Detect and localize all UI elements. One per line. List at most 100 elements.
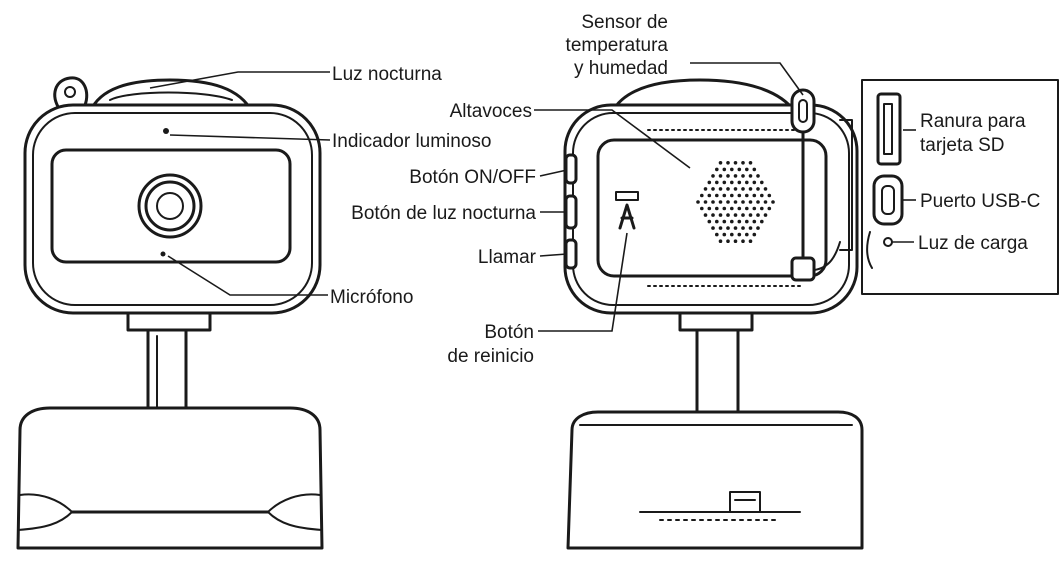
speaker-hole	[711, 226, 715, 230]
speaker-hole	[767, 206, 772, 211]
speaker-hole	[763, 200, 768, 204]
speaker-hole	[726, 174, 730, 178]
speaker-hole	[756, 226, 760, 230]
speaker-hole	[711, 200, 715, 204]
speaker-hole	[737, 232, 742, 237]
label-microfono: Micrófono	[330, 287, 413, 308]
speaker-hole	[718, 174, 723, 178]
speaker-hole	[748, 226, 753, 230]
label-boton-on-off: Botón ON/OFF	[409, 167, 536, 188]
label-llamar: Llamar	[478, 247, 537, 268]
speaker-hole	[748, 187, 753, 191]
speaker-hole	[730, 219, 734, 224]
speaker-hole	[707, 193, 712, 198]
speaker-hole	[718, 226, 723, 230]
speaker-hole	[700, 206, 704, 211]
speaker-hole	[745, 232, 749, 237]
speaker-hole	[737, 167, 742, 172]
speaker-hole	[718, 200, 723, 204]
speaker-hole	[741, 174, 745, 178]
speaker-hole	[715, 206, 719, 211]
speaker-hole	[767, 193, 772, 198]
back-view-leaders	[534, 62, 916, 332]
speaker-hole	[715, 232, 719, 237]
speaker-hole	[726, 239, 730, 243]
speaker-hole	[737, 219, 742, 224]
speaker-hole	[733, 187, 738, 191]
speaker-hole	[741, 213, 745, 217]
speaker-hole	[760, 180, 764, 185]
speaker-hole	[756, 174, 760, 178]
speaker-hole	[745, 206, 749, 211]
speaker-hole	[733, 161, 738, 165]
speaker-hole	[741, 187, 745, 191]
speaker-hole	[730, 206, 734, 211]
speaker-hole	[752, 219, 757, 224]
label-altavoces: Altavoces	[450, 101, 532, 122]
speaker-hole	[726, 213, 730, 217]
speaker-hole	[726, 200, 730, 204]
speaker-hole	[760, 219, 764, 224]
speaker-hole	[733, 239, 738, 243]
speaker-hole	[737, 193, 742, 198]
speaker-hole	[718, 161, 723, 165]
speaker-hole	[748, 161, 753, 165]
speaker-hole	[756, 200, 760, 204]
speaker-hole	[718, 213, 723, 217]
speaker-hole	[741, 161, 745, 165]
speaker-hole	[707, 180, 712, 185]
speaker-hole	[741, 239, 745, 243]
label-luz-carga: Luz de carga	[918, 233, 1028, 254]
speaker-hole	[756, 213, 760, 217]
speaker-hole	[737, 206, 742, 211]
speaker-hole	[760, 193, 764, 198]
speaker-hole	[722, 219, 727, 224]
speaker-hole	[745, 219, 749, 224]
speaker-hole	[748, 239, 753, 243]
speaker-hole	[715, 219, 719, 224]
speaker-hole	[748, 213, 753, 217]
speaker-hole	[726, 226, 730, 230]
front-view-camera	[16, 76, 324, 550]
speaker-hole	[715, 180, 719, 185]
speaker-hole	[763, 213, 768, 217]
speaker-hole	[745, 167, 749, 172]
speaker-hole	[730, 180, 734, 185]
speaker-hole	[722, 232, 727, 237]
speaker-hole	[703, 213, 708, 217]
speaker-hole	[718, 187, 723, 191]
speaker-hole	[730, 167, 734, 172]
speaker-hole	[707, 219, 712, 224]
speaker-hole	[722, 206, 727, 211]
speaker-hole	[726, 161, 730, 165]
speaker-hole	[733, 174, 738, 178]
label-boton-reinicio-line2: de reinicio	[447, 346, 534, 367]
speaker-hole	[760, 206, 764, 211]
back-view-camera	[563, 78, 864, 550]
label-indicador-luminoso: Indicador luminoso	[332, 131, 491, 152]
speaker-hole	[748, 174, 753, 178]
speaker-hole	[711, 174, 715, 178]
speaker-hole	[756, 187, 760, 191]
label-boton-luz-nocturna: Botón de luz nocturna	[351, 203, 536, 224]
label-boton-reinicio-line1: Botón	[484, 322, 534, 343]
speaker-hole	[748, 200, 753, 204]
speaker-hole	[763, 187, 768, 191]
side-port-panel	[861, 79, 1059, 295]
speaker-hole	[703, 187, 708, 191]
label-luz-nocturna: Luz nocturna	[332, 64, 442, 85]
label-puerto-usb: Puerto USB-C	[920, 191, 1040, 212]
speaker-hole	[771, 200, 775, 204]
speaker-hole	[703, 200, 708, 204]
speaker-hole	[715, 167, 719, 172]
speaker-hole	[741, 200, 745, 204]
speaker-hole	[730, 232, 734, 237]
label-ranura-line2: tarjeta SD	[920, 135, 1004, 156]
speaker-hole	[745, 180, 749, 185]
speaker-hole	[741, 226, 745, 230]
speaker-hole	[722, 167, 727, 172]
speaker-hole	[715, 193, 719, 198]
speaker-hole	[707, 206, 712, 211]
speaker-hole	[733, 200, 738, 204]
